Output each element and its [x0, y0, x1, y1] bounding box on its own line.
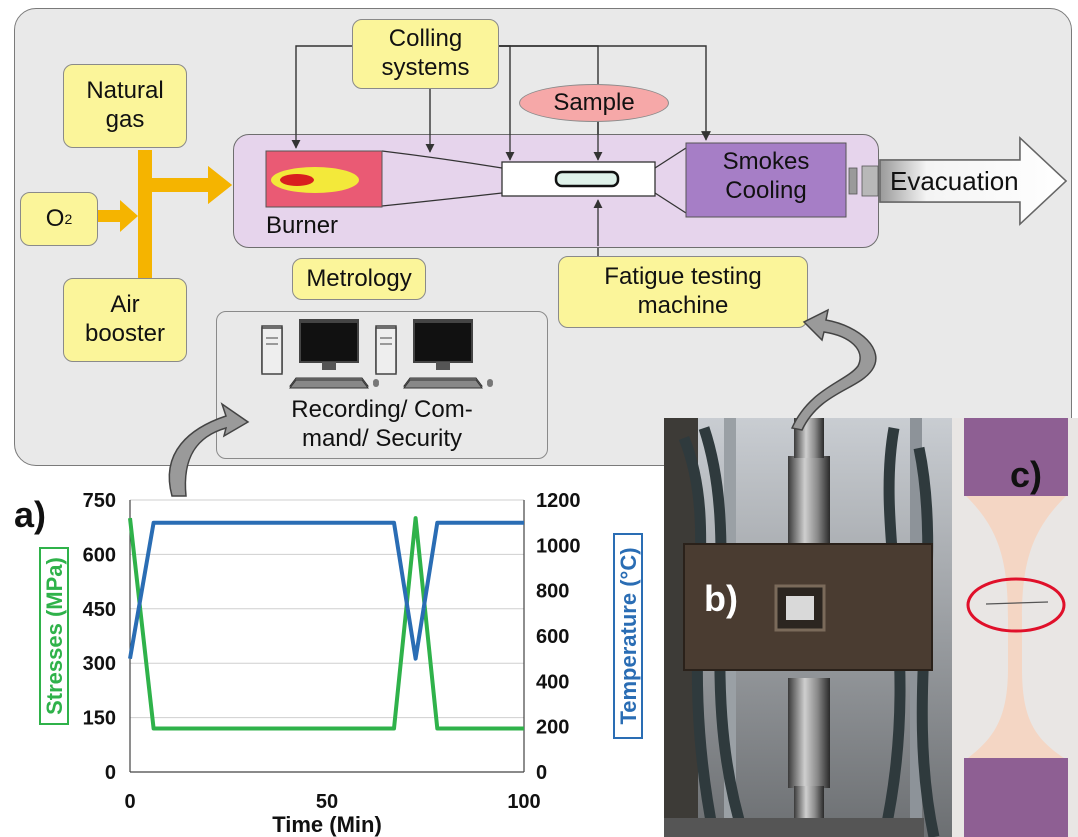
x-tick-label: 50 [316, 791, 338, 813]
ylabel-left-group: Stresses (MPa) [39, 547, 69, 725]
y-tick-left-label: 150 [83, 708, 116, 730]
curved-arrow-fatigue [790, 308, 877, 431]
photo-drawing [664, 418, 1078, 837]
metrology-box: Metrology [292, 258, 426, 300]
sample-ellipse: Sample [519, 84, 669, 122]
recording-box: Recording/ Com- mand/ Security [216, 311, 548, 459]
chamber-contents [138, 131, 1068, 260]
y-tick-right-label: 600 [536, 626, 569, 648]
ylabel-left: Stresses (MPa) [42, 557, 67, 715]
computer-icon [261, 321, 379, 389]
temperature-series-line [128, 520, 524, 661]
smokes-cooling-label: Smokes Cooling [722, 148, 810, 204]
y-tick-left-label: 600 [83, 544, 116, 566]
chart-grid [130, 499, 524, 719]
natural-gas-box: Natural gas [63, 64, 187, 148]
y-tick-left-label: 450 [83, 599, 116, 621]
fatigue-machine-photo [664, 418, 1078, 837]
y-tick-left-label: 750 [83, 490, 116, 512]
ylabel-right: Temperature (°C) [616, 547, 641, 724]
x-tick-label: 0 [124, 791, 135, 813]
curved-arrow-recording [168, 402, 250, 497]
y-tick-right-label: 0 [536, 762, 547, 784]
o2-subscript: 2 [64, 210, 73, 227]
stress-series-line [128, 516, 524, 731]
crack-highlight-circle [966, 577, 1066, 633]
xlabel: Time (Min) [272, 812, 382, 837]
o2-label: O [45, 204, 65, 232]
panel-label-b: b) [704, 578, 738, 619]
computer-icon [375, 321, 493, 389]
air-booster-box: Air booster [63, 278, 187, 362]
y-tick-right-label: 1200 [536, 490, 581, 512]
computers [261, 321, 493, 389]
y-tick-right-label: 200 [536, 717, 569, 739]
burner-label: Burner [266, 212, 339, 239]
y-tick-left-label: 0 [105, 762, 116, 784]
y-tick-left-label: 300 [83, 653, 116, 675]
y-tick-right-label: 1000 [536, 535, 581, 557]
evacuation-label: Evacuation [890, 166, 1019, 196]
fatigue-testing-machine-box: Fatigue testing machine [558, 256, 808, 328]
panel-label-a: a) [14, 494, 47, 535]
x-tick-label: 100 [507, 791, 540, 813]
y-tick-right-label: 800 [536, 581, 569, 603]
y-tick-right-label: 400 [536, 671, 569, 693]
stress-temperature-chart: 0 150 300 450 600 750 0 200 400 600 800 1000 1200 0 50… [39, 490, 643, 837]
ylabel-right-group: Temperature (°C) [613, 533, 643, 739]
colling-systems-box: Colling systems [352, 19, 499, 89]
panel-label-c: c) [1010, 454, 1043, 495]
